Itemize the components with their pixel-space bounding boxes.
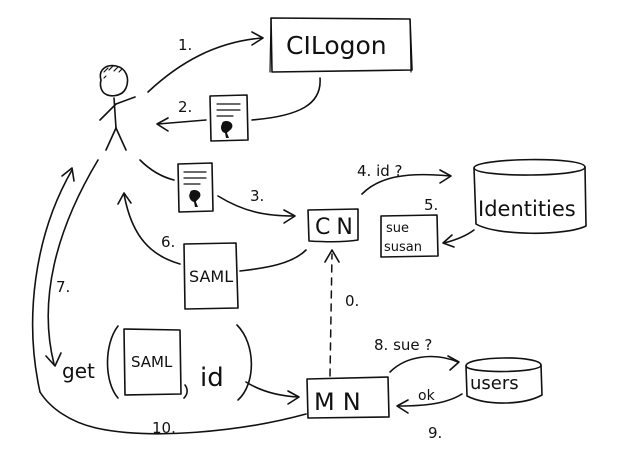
saml-document: SAML <box>183 242 239 310</box>
cn-label: CN <box>315 215 359 240</box>
step-9-label: 9. <box>428 424 442 442</box>
ok-label: ok <box>418 388 436 404</box>
arrow-cn-to-identities <box>361 173 451 195</box>
step-7-label: 7. <box>56 278 70 296</box>
step-6-label: 6. <box>161 233 175 251</box>
certificate-icon-to-cn <box>177 162 214 213</box>
arrow-long-to-user <box>31 169 73 393</box>
mapping-line-2: susan <box>384 240 422 255</box>
step-5-label: 5. <box>424 196 438 214</box>
saml-document-label: SAML <box>189 267 233 286</box>
arrow-mn-to-users <box>389 355 459 373</box>
arrow-user-to-cert <box>139 159 175 181</box>
step-2-label: 2. <box>178 98 192 116</box>
arrow-identities-to-mapping <box>443 229 475 244</box>
arrow-users-to-mn <box>397 393 463 407</box>
step-10-label: 10. <box>152 419 176 437</box>
get-id-label: id <box>200 363 224 393</box>
step-3-label: 3. <box>250 187 264 205</box>
arrow-cn-to-saml <box>239 249 307 272</box>
get-request: get SAML id <box>62 324 253 401</box>
identity-mapping-box: sue susan <box>380 214 439 258</box>
certificate-icon <box>209 94 249 142</box>
cn-node: CN <box>307 208 359 243</box>
cilogon-label: CILogon <box>286 31 387 60</box>
arrow-cert-to-cn <box>217 195 295 217</box>
step-1-label: 1. <box>178 36 192 54</box>
mn-node: MN <box>306 376 390 419</box>
step-4-label: 4. id ? <box>357 162 403 180</box>
arrow-get-to-mn <box>245 381 299 398</box>
mn-label: MN <box>314 388 369 416</box>
users-label: users <box>470 373 519 394</box>
mapping-line-1: sue <box>386 221 409 236</box>
arrow-mn-to-cn-dashed <box>329 253 333 377</box>
identities-label: Identities <box>478 197 576 221</box>
get-label: get <box>62 359 95 383</box>
arrow-user-to-cilogon <box>147 37 263 93</box>
step-8-label: 8. sue ? <box>374 336 432 354</box>
arrow-user-to-get <box>47 159 99 365</box>
flow-arrows <box>31 31 475 435</box>
user-stick-figure <box>99 64 136 151</box>
arrow-cilogon-to-user <box>251 77 321 121</box>
arrow-mn-to-bottom <box>39 391 307 435</box>
get-saml-label: SAML <box>131 353 173 371</box>
step-0-label: 0. <box>345 292 359 310</box>
identities-database: Identities <box>473 158 587 235</box>
users-database: users <box>465 357 543 404</box>
step-labels: 1. 2. 3. 4. id ? 5. 6. 7. 0. 8. sue ? ok… <box>56 36 442 442</box>
cilogon-node: CILogon <box>269 17 413 73</box>
arrow-saml-to-user <box>123 193 181 265</box>
